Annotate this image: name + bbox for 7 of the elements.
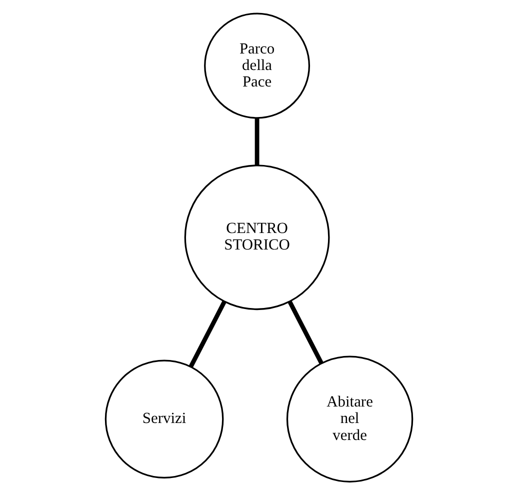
node-circle: Abitare nel verde: [286, 355, 413, 482]
node-circle: CENTRO STORICO: [184, 164, 330, 310]
connector: [188, 300, 226, 368]
connector: [287, 300, 324, 364]
node-circle: Parco della Pace: [204, 12, 310, 118]
connector: [254, 118, 259, 165]
node-circle: Servizi: [104, 359, 224, 478]
